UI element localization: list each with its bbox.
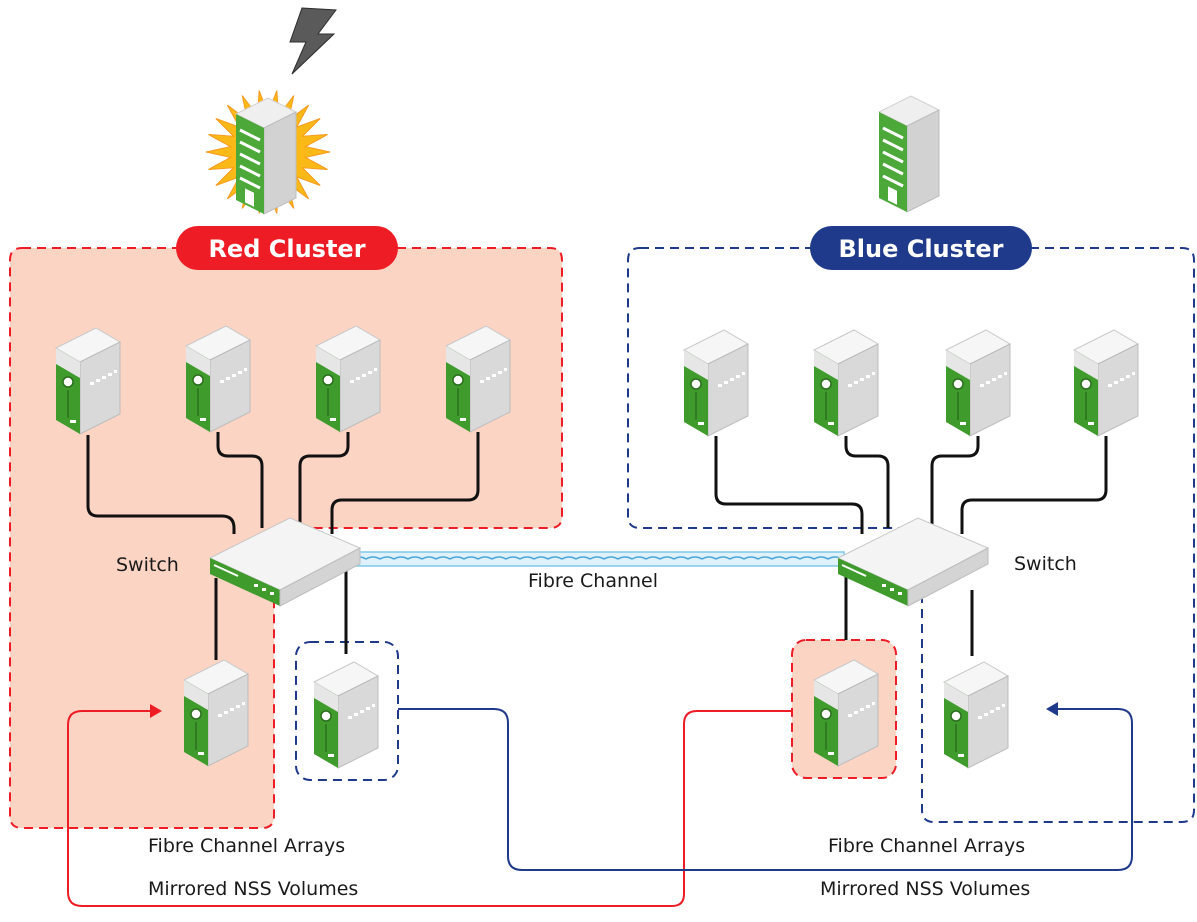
blue-arrowhead [1046, 702, 1058, 716]
mirrored-label-left: Mirrored NSS Volumes [148, 878, 358, 900]
tower-server-icon [813, 329, 879, 437]
red-mirror-route [67, 710, 792, 907]
lightning-bolt-icon [289, 7, 337, 75]
red-cluster-boundary [9, 247, 563, 829]
tower-server-icon [813, 659, 879, 767]
red-cluster-label: Red Cluster [176, 226, 398, 270]
tower-server-icon [945, 329, 1011, 437]
switch-label-left: Switch [116, 554, 179, 576]
red-cluster-title: Red Cluster [208, 235, 365, 263]
right-cables [714, 436, 1108, 656]
blue-mirror-route [398, 708, 1133, 871]
tower-server-icon [943, 661, 1009, 769]
tower-server-icon [315, 325, 381, 433]
fibre-channel-link [349, 551, 845, 567]
tower-server-icon [55, 327, 121, 435]
tower-server-icon [445, 325, 511, 433]
tower-server-icon [683, 329, 749, 437]
red-arrowhead [150, 704, 162, 718]
fibre-channel-label: Fibre Channel [528, 570, 658, 592]
arrays-label-left: Fibre Channel Arrays [148, 835, 345, 857]
left-cables [86, 432, 480, 660]
office-building-icon [234, 96, 298, 216]
blue-cluster-boundary [627, 247, 1195, 823]
switch-label-right: Switch [1014, 553, 1077, 575]
office-building-icon [877, 94, 941, 214]
mirrored-label-right: Mirrored NSS Volumes [820, 878, 1030, 900]
arrays-label-right: Fibre Channel Arrays [828, 835, 1025, 857]
tower-server-icon [183, 659, 249, 767]
tower-server-icon [185, 325, 251, 433]
tower-server-icon [1073, 329, 1139, 437]
tower-server-icon [313, 661, 379, 769]
blue-cluster-label: Blue Cluster [810, 226, 1032, 270]
blue-cluster-title: Blue Cluster [838, 235, 1003, 263]
